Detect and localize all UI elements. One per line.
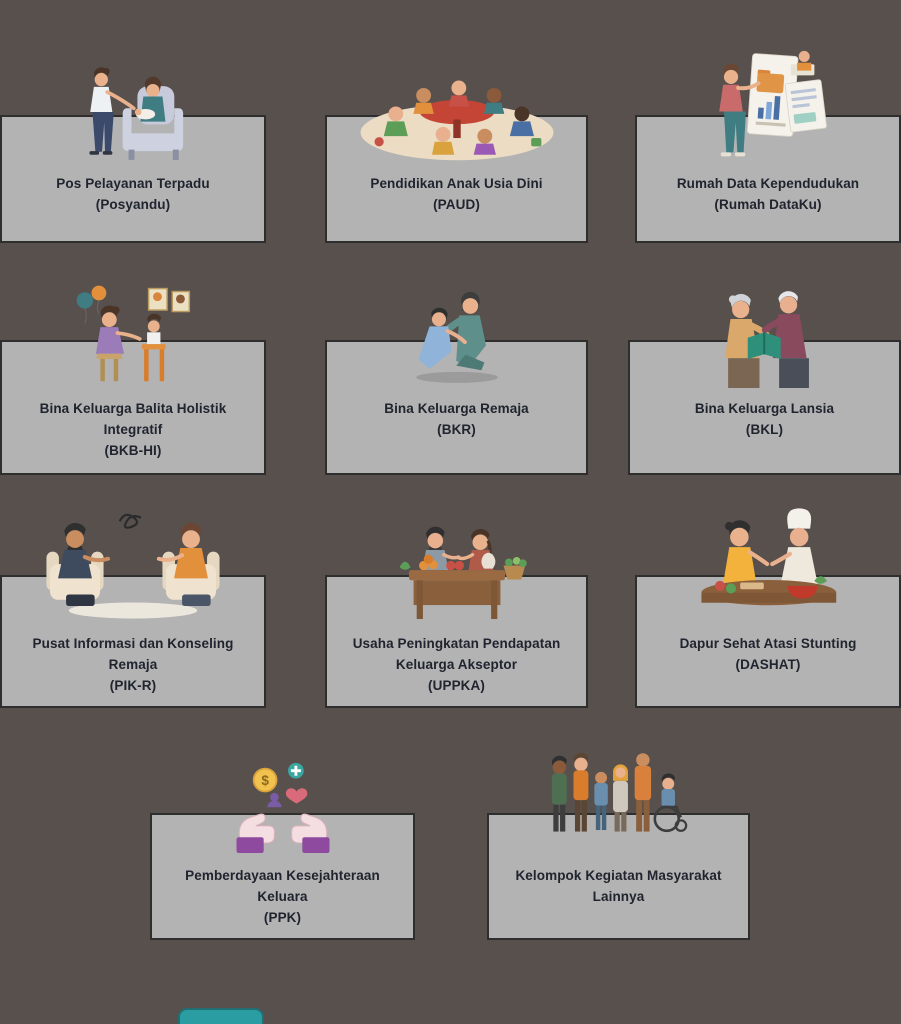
card-title-line: Keluarga Akseptor <box>395 657 518 672</box>
card-bkb-hi-title: Bina Keluarga Balita Holistik Integratif… <box>12 398 254 461</box>
card-title-line: Integratif <box>103 422 163 437</box>
card-bkr-title: Bina Keluarga Remaja (BKR) <box>337 398 576 440</box>
card-title-line: Lainnya <box>592 889 645 904</box>
card-bkb-hi: Bina Keluarga Balita Holistik Integratif… <box>0 285 266 475</box>
card-title-line: Pemberdayaan Kesejahteraan <box>185 868 380 883</box>
card-title-line: Dapur Sehat Atasi Stunting <box>679 636 857 651</box>
dollar-glyph: $ <box>261 773 269 788</box>
card-title-line: Remaja <box>108 657 158 672</box>
card-ppk-title: Pemberdayaan Kesejahteraan Keluara (PPK) <box>162 865 403 928</box>
card-title-line: (PIK-R) <box>109 678 157 693</box>
card-title-line: (Rumah DataKu) <box>714 197 822 212</box>
card-posyandu: Pos Pelayanan Terpadu (Posyandu) <box>0 67 266 243</box>
parent-feeding-toddler-illustration <box>70 284 196 388</box>
card-title-line: Bina Keluarga Lansia <box>694 401 835 416</box>
card-dashat: Dapur Sehat Atasi Stunting (DASHAT) <box>635 508 901 708</box>
card-posyandu-title: Pos Pelayanan Terpadu (Posyandu) <box>12 173 254 215</box>
card-kelompok-lainnya-title: Kelompok Kegiatan Masyarakat Lainnya <box>499 865 738 907</box>
card-paud: Pendidikan Anak Usia Dini (PAUD) <box>325 80 588 243</box>
card-uppka: Usaha Peningkatan Pendapatan Keluarga Ak… <box>325 526 588 708</box>
person-with-data-documents-illustration <box>709 47 827 165</box>
card-bkl-title: Bina Keluarga Lansia (BKL) <box>640 398 889 440</box>
card-pik-r: Pusat Informasi dan Konseling Remaja (PI… <box>0 513 266 708</box>
card-bkl: Bina Keluarga Lansia (BKL) <box>628 291 901 475</box>
card-title-line: Keluara <box>257 889 308 904</box>
card-title-line: Pusat Informasi dan Konseling <box>32 636 234 651</box>
card-title-line: Rumah Data Kependudukan <box>676 176 860 191</box>
card-title-line: (Posyandu) <box>95 197 171 212</box>
card-title-line: (PAUD) <box>433 197 480 212</box>
card-title-line: (BKR) <box>437 422 476 437</box>
card-paud-title: Pendidikan Anak Usia Dini (PAUD) <box>337 173 576 215</box>
community-group-illustration <box>544 745 694 842</box>
card-ppk: $ Pemberdayaan Kesejahteraan Keluara (PP… <box>150 762 415 940</box>
card-title-line: Kelompok Kegiatan Masyarakat <box>515 868 722 883</box>
card-title-line: (DASHAT) <box>735 657 801 672</box>
card-title-line: Bina Keluarga Remaja <box>384 401 529 416</box>
card-title-line: Usaha Peningkatan Pendapatan <box>352 636 561 651</box>
card-pik-r-title: Pusat Informasi dan Konseling Remaja (PI… <box>12 633 254 696</box>
card-dashat-title: Dapur Sehat Atasi Stunting (DASHAT) <box>647 633 889 675</box>
card-bkr: Bina Keluarga Remaja (BKR) <box>325 291 588 475</box>
card-title-line: (UPPKA) <box>428 678 485 693</box>
card-title-line: (BKL) <box>745 422 784 437</box>
nurse-mother-baby-illustration <box>74 55 192 166</box>
children-playing-around-table-illustration <box>354 62 559 164</box>
card-title-line: Pendidikan Anak Usia Dini <box>370 176 543 191</box>
card-title-line: Bina Keluarga Balita Holistik <box>39 401 227 416</box>
card-title-line: (BKB-HI) <box>104 443 162 458</box>
card-rumah-dataku-title: Rumah Data Kependudukan (Rumah DataKu) <box>647 173 889 215</box>
counseling-armchairs-illustration <box>39 507 227 623</box>
elderly-couple-reading-illustration <box>706 286 824 388</box>
card-uppka-title: Usaha Peningkatan Pendapatan Keluarga Ak… <box>337 633 576 696</box>
card-title-line: (PPK) <box>263 910 302 925</box>
cutoff-bottom-element <box>178 1008 264 1024</box>
card-kelompok-lainnya: Kelompok Kegiatan Masyarakat Lainnya <box>487 752 750 940</box>
card-rumah-dataku: Rumah Data Kependudukan (Rumah DataKu) <box>635 50 901 243</box>
two-teens-talking-illustration <box>406 284 508 386</box>
hands-holding-welfare-icons-illustration: $ <box>222 760 344 853</box>
cooks-preparing-food-illustration <box>688 505 848 623</box>
market-stall-produce-illustration <box>379 522 534 623</box>
card-title-line: Pos Pelayanan Terpadu <box>56 176 210 191</box>
